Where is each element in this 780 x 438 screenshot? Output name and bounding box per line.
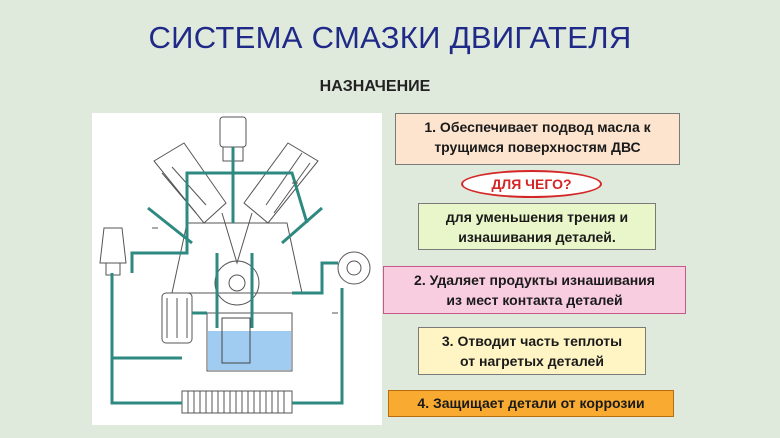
box1-line1: 1. Обеспечивает подвод масла к bbox=[424, 119, 651, 135]
section-subtitle: НАЗНАЧЕНИЕ bbox=[0, 78, 780, 96]
oil-pan bbox=[206, 312, 293, 372]
box3-line2: от нагретых деталей bbox=[460, 353, 604, 369]
oil-pump bbox=[221, 317, 251, 364]
page-title: СИСТЕМА СМАЗКИ ДВИГАТЕЛЯ bbox=[148, 20, 632, 55]
oil-lines bbox=[110, 147, 344, 405]
why-oval: ДЛЯ ЧЕГО? bbox=[461, 170, 602, 198]
purpose-box-1: 1. Обеспечивает подвод масла к трущимся … bbox=[395, 113, 680, 165]
crankshaft bbox=[214, 260, 260, 306]
top-filter bbox=[219, 116, 247, 148]
purpose-box-2: 2. Удаляет продукты изнашивания из мест … bbox=[383, 266, 686, 314]
box3-line1: 3. Отводит часть теплоты bbox=[441, 333, 623, 349]
right-cylinder-head bbox=[243, 142, 319, 224]
box1-line2: трущимся поверхностям ДВС bbox=[434, 139, 641, 155]
purpose-box-3: 3. Отводит часть теплоты от нагретых дет… bbox=[418, 327, 646, 375]
right-pump bbox=[337, 251, 371, 285]
box2-line1: 2. Удаляет продукты изнашивания bbox=[414, 272, 655, 288]
box2-line2: из мест контакта деталей bbox=[446, 292, 623, 308]
left-cylinder-head bbox=[153, 142, 227, 224]
answer-line2: изнашивания деталей. bbox=[458, 229, 616, 245]
answer-line1: для уменьшения трения и bbox=[445, 209, 629, 225]
engine-lubrication-diagram bbox=[92, 113, 382, 425]
crankcase bbox=[171, 222, 303, 294]
purpose-answer-box: для уменьшения трения и изнашивания дета… bbox=[418, 203, 656, 250]
purpose-box-4: 4. Защищает детали от коррозии bbox=[388, 390, 674, 417]
engine-schematic bbox=[99, 116, 371, 414]
oil-radiator bbox=[181, 390, 293, 414]
subtitle-text: НАЗНАЧЕНИЕ bbox=[319, 78, 431, 95]
left-sensor bbox=[99, 227, 127, 264]
centrifuge-filter bbox=[161, 292, 193, 344]
